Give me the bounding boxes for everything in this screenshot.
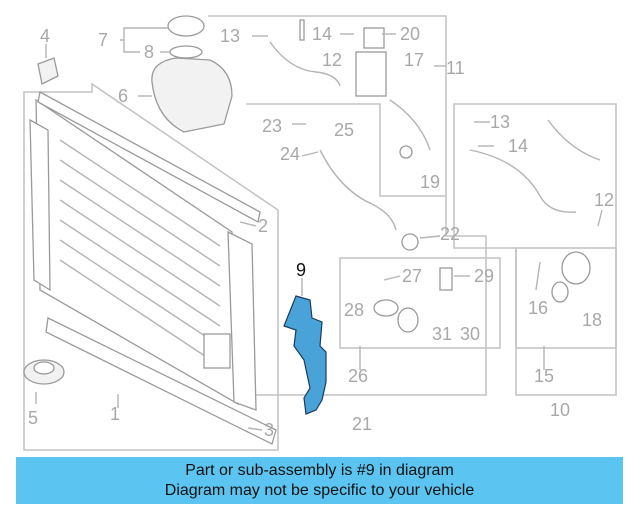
callout-14-top: 14	[312, 24, 332, 44]
caption-banner: Part or sub-assembly is #9 in diagram Di…	[16, 457, 623, 504]
radiator	[29, 91, 277, 445]
callout-19: 19	[420, 172, 440, 192]
callout-11: 11	[446, 58, 465, 78]
callout-5: 5	[28, 408, 38, 428]
callout-labels: 4 7 8 6 2 3 1 5 9 13 14 12 20 17 11 23 2…	[28, 24, 614, 440]
callout-14-right: 14	[508, 136, 528, 156]
group-outline-1	[23, 82, 279, 451]
callout-22: 22	[440, 224, 460, 244]
callout-31: 31	[432, 324, 452, 344]
callout-12-top: 12	[322, 50, 342, 70]
callout-13-top: 13	[220, 26, 240, 46]
callout-18: 18	[582, 310, 602, 330]
upper-hoses	[269, 19, 601, 333]
callout-27: 27	[402, 266, 422, 286]
callout-23: 23	[262, 116, 282, 136]
callout-28: 28	[344, 300, 364, 320]
parts-diagram: 4 7 8 6 2 3 1 5 9 13 14 12 20 17 11 23 2…	[23, 15, 617, 451]
callout-4: 4	[40, 26, 50, 46]
callout-26: 26	[348, 366, 368, 386]
caption-line-2: Diagram may not be specific to your vehi…	[164, 482, 475, 499]
callout-17: 17	[404, 50, 424, 70]
callout-1: 1	[110, 404, 120, 424]
part-9-air-guide	[283, 295, 327, 415]
group-outline-10	[453, 103, 617, 396]
callout-25: 25	[334, 120, 354, 140]
callout-6: 6	[118, 86, 128, 106]
callout-30: 30	[460, 324, 480, 344]
callout-12-right: 12	[594, 190, 614, 210]
callout-2: 2	[258, 216, 268, 236]
leader-lines	[35, 27, 603, 431]
callout-20: 20	[400, 24, 420, 44]
callout-3: 3	[264, 420, 274, 440]
expansion-tank	[151, 15, 233, 133]
callout-10: 10	[550, 400, 570, 420]
callout-29: 29	[474, 266, 494, 286]
group-outline-21	[246, 103, 487, 396]
callout-15: 15	[534, 366, 554, 386]
callout-16: 16	[528, 298, 548, 318]
caption-line-1: Part or sub-assembly is #9 in diagram	[185, 462, 454, 479]
group-outline-15	[339, 257, 501, 349]
group-outline-11	[208, 15, 447, 196]
group-outline-sub15	[515, 247, 617, 349]
callout-9: 9	[296, 260, 306, 280]
callout-21: 21	[352, 414, 372, 434]
part-4-bracket	[37, 57, 59, 85]
callout-13-right: 13	[490, 112, 510, 132]
callout-8: 8	[144, 42, 154, 62]
callout-24: 24	[280, 144, 300, 164]
callout-7: 7	[98, 30, 108, 50]
